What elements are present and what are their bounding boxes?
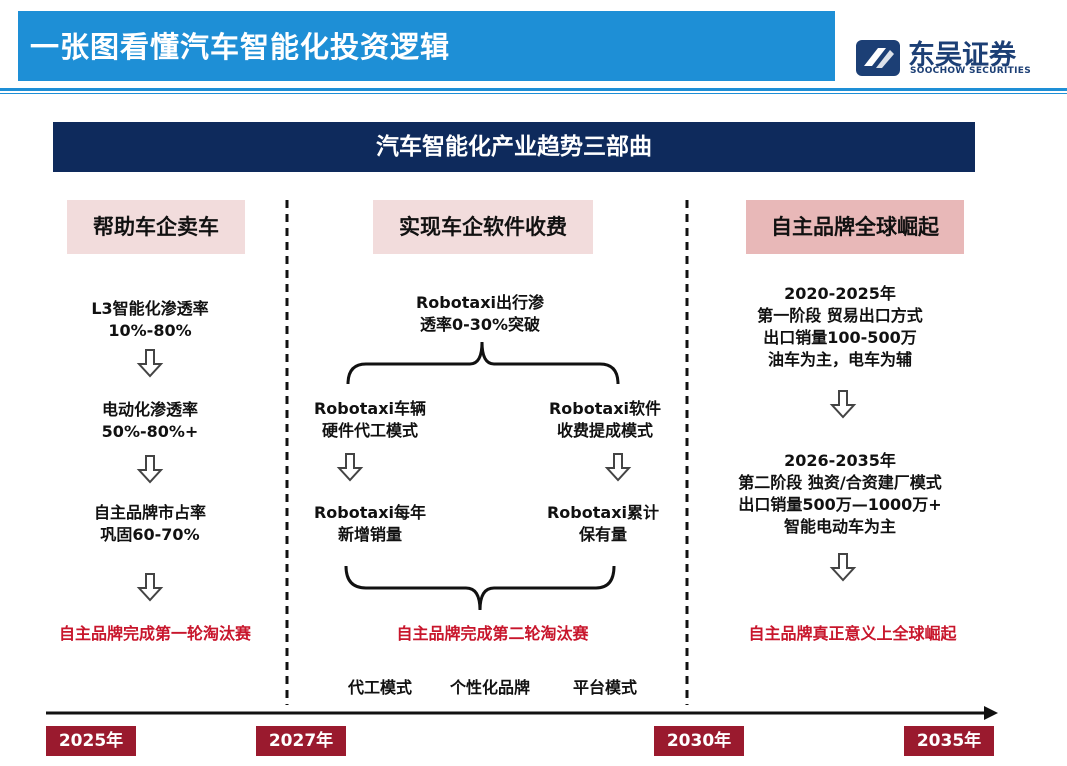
phase-3-stage-2: 2026-2035年第二阶段 独资/合资建厂模式 出口销量500万—1000万+…	[738, 451, 942, 536]
phase-3-outcome: 自主品牌真正意义上全球崛起	[748, 624, 957, 643]
phase-2-right: Robotaxi软件收费提成模式	[548, 399, 661, 440]
down-arrow-icon	[138, 455, 162, 483]
phase-3-stage-1: 2020-2025年第一阶段 贸易出口方式 出口销量100-500万油车为主，电…	[757, 284, 923, 369]
year-2035: 2035年	[904, 726, 994, 756]
phase-2-left-result: Robotaxi每年新增销量	[313, 503, 426, 544]
phase-1-step-3: 自主品牌市占率巩固60-70%	[93, 503, 206, 544]
section-band-title: 汽车智能化产业趋势三部曲	[376, 134, 652, 160]
year-2030: 2030年	[654, 726, 744, 756]
phase-2-top: Robotaxi出行渗透率0-30%突破	[415, 293, 544, 334]
top-brace	[346, 341, 620, 385]
section-band	[53, 122, 975, 172]
model-platform: 平台模式	[572, 678, 637, 697]
down-arrow-icon	[138, 349, 162, 377]
model-foundry: 代工模式	[347, 678, 412, 697]
bottom-brace	[344, 565, 616, 611]
phase-2-left: Robotaxi车辆硬件代工模式	[313, 399, 426, 440]
phase-1-label: 帮助车企卖车	[67, 200, 245, 254]
down-arrow-icon	[606, 453, 630, 481]
header-rule-thin	[0, 93, 1067, 94]
phase-2-label: 实现车企软件收费	[373, 200, 593, 254]
phase-2-right-result: Robotaxi累计保有量	[546, 503, 659, 544]
model-personal-brand: 个性化品牌	[449, 678, 530, 697]
year-2025: 2025年	[46, 726, 136, 756]
header-rule	[0, 88, 1067, 91]
down-arrow-icon	[831, 553, 855, 581]
down-arrow-icon	[338, 453, 362, 481]
soochow-logo-icon	[856, 40, 900, 76]
phase-3-label: 自主品牌全球崛起	[746, 200, 964, 254]
timeline-arrow-icon	[984, 706, 998, 720]
down-arrow-icon	[138, 573, 162, 601]
phase-2-outcome: 自主品牌完成第二轮淘汰赛	[396, 624, 589, 643]
phase-1-outcome: 自主品牌完成第一轮淘汰赛	[58, 624, 251, 643]
page-title: 一张图看懂汽车智能化投资逻辑	[30, 30, 451, 64]
down-arrow-icon	[831, 390, 855, 418]
title-bar	[18, 11, 835, 81]
year-2027: 2027年	[256, 726, 346, 756]
logo-english: SOOCHOW SECURITIES	[910, 66, 1031, 76]
logo-chinese: 东吴证券	[908, 40, 1016, 71]
